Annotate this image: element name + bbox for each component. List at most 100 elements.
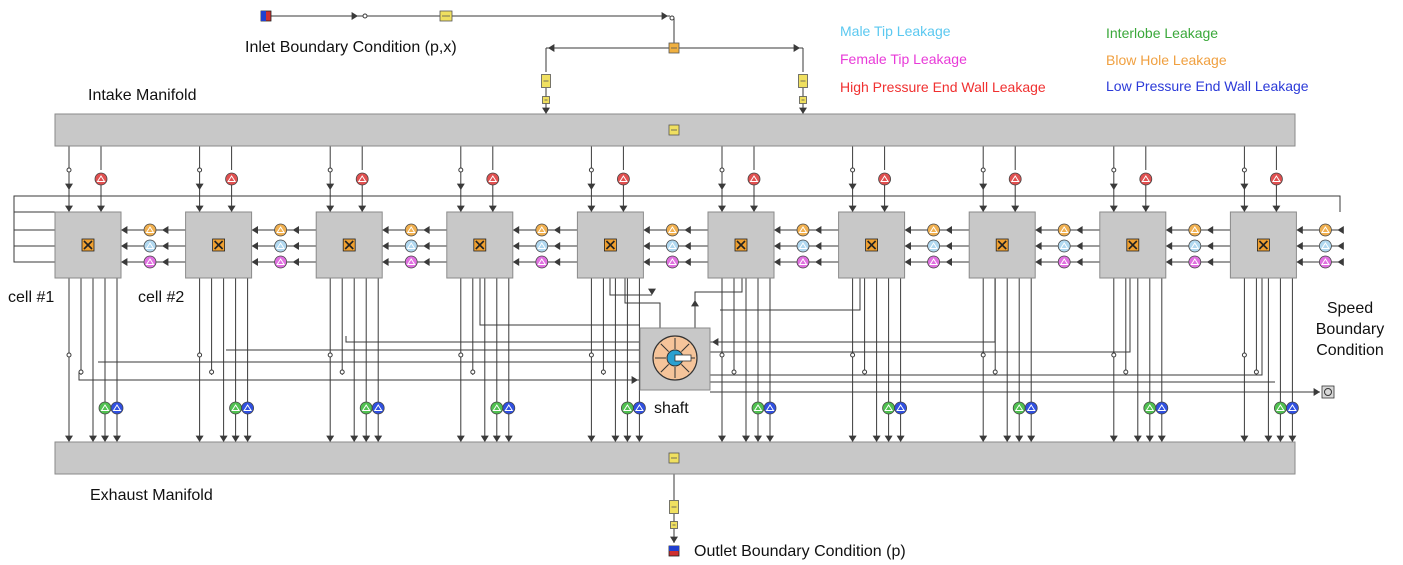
male-tip-leakage-orifice-glyph xyxy=(1190,242,1200,249)
speed-boundary-icon xyxy=(1321,385,1335,399)
lp-end-wall-leakage-orifice-body xyxy=(633,401,646,415)
blow-hole-leakage-orifice xyxy=(1188,223,1202,237)
interlobe-leakage-orifice-body xyxy=(490,401,504,415)
blow-hole-leakage-orifice-body xyxy=(1188,223,1202,237)
arrow-head xyxy=(643,242,650,250)
hp-end-wall-leakage-orifice-body xyxy=(486,172,500,186)
intake-manifold-label: Intake Manifold xyxy=(88,87,197,104)
inlet-label: Inlet Boundary Condition (p,x) xyxy=(245,39,457,56)
lp-end-wall-leakage-orifice-glyph xyxy=(896,404,906,411)
connection-node xyxy=(327,167,333,173)
male-tip-leakage-orifice xyxy=(927,239,940,253)
rotor-cell-icon xyxy=(995,238,1009,252)
arrow-head xyxy=(1141,205,1150,212)
interlobe-leakage-orifice xyxy=(1143,401,1157,415)
hp-end-wall-leakage-orifice-body xyxy=(878,172,891,186)
female-tip-leakage-orifice xyxy=(535,255,549,269)
hp-end-wall-leakage-orifice-glyph xyxy=(488,175,498,182)
rotor-cell-8 xyxy=(968,211,1036,279)
connection-node xyxy=(731,369,737,375)
arrow-head xyxy=(1337,258,1344,266)
connection-node xyxy=(458,352,464,358)
interlobe-leakage-orifice-body xyxy=(1012,401,1026,415)
arrow-head xyxy=(97,205,105,212)
female-tip-leakage-orifice xyxy=(404,255,418,269)
lp-end-wall-leakage-orifice-body xyxy=(502,401,516,415)
arrow-head xyxy=(251,242,258,250)
connection-node xyxy=(209,369,215,375)
connection-node xyxy=(980,352,986,358)
arrow-head xyxy=(872,435,881,442)
speed-label-line-2: Boundary xyxy=(1315,321,1385,338)
blow-hole-leakage-orifice-body xyxy=(1319,223,1332,237)
arrow-head xyxy=(1240,183,1249,190)
connection-node xyxy=(362,13,368,19)
lp-end-wall-leakage-orifice xyxy=(371,401,385,415)
manifold-icon xyxy=(668,452,680,464)
interlobe-leakage-orifice-glyph xyxy=(361,404,371,411)
speed-label-line-3: Condition xyxy=(1316,342,1384,359)
speed-boundary-label: Speed Boundary Condition xyxy=(1300,298,1400,361)
blow-hole-leakage-orifice-glyph xyxy=(276,226,286,233)
blow-hole-leakage-orifice xyxy=(666,223,679,237)
arrow-head xyxy=(587,435,596,442)
arrow-head xyxy=(1035,226,1042,234)
interlobe-leakage-orifice-glyph xyxy=(231,404,241,411)
lp-end-wall-leakage-orifice-glyph xyxy=(112,404,122,411)
lp-end-wall-leakage-orifice-body xyxy=(241,401,255,415)
lp-end-wall-leakage-orifice-body xyxy=(1286,401,1299,415)
female-tip-leakage-orifice-body xyxy=(796,255,810,269)
blow-hole-leakage-orifice-body xyxy=(1057,223,1071,237)
connection-node xyxy=(1253,369,1259,375)
arrow-head xyxy=(504,435,513,442)
hp-end-wall-leakage-orifice-glyph xyxy=(96,175,106,182)
blow-hole-leakage-orifice-glyph xyxy=(1190,226,1200,233)
hp-end-wall-leakage-orifice-body xyxy=(1008,172,1022,186)
intake-runner-left-node xyxy=(542,96,550,104)
lp-end-wall-leakage-orifice-glyph xyxy=(634,404,644,411)
interlobe-leakage-orifice xyxy=(359,401,373,415)
arrow-head xyxy=(742,435,750,442)
male-tip-leakage-orifice xyxy=(143,239,157,253)
arrow-head xyxy=(292,242,299,250)
connection-node xyxy=(339,369,345,375)
arrow-head xyxy=(611,435,620,442)
blow-hole-leakage-orifice-glyph xyxy=(929,226,939,233)
arrow-head xyxy=(896,435,905,442)
female-tip-leakage-orifice-body xyxy=(404,255,418,269)
interlobe-leakage-orifice-glyph xyxy=(492,404,502,411)
arrow-head xyxy=(1076,242,1083,250)
arrow-head xyxy=(251,258,258,266)
interlobe-leakage-orifice xyxy=(751,401,765,415)
connection-wire xyxy=(345,336,640,343)
arrow-head xyxy=(488,205,497,212)
male-tip-leakage-orifice-body xyxy=(1319,239,1332,253)
arrow-head xyxy=(162,242,169,250)
interlobe-leakage-orifice-body xyxy=(882,401,895,415)
male-tip-leakage-orifice-body xyxy=(404,239,418,253)
arrow-head xyxy=(619,205,628,212)
female-tip-leakage-orifice-glyph xyxy=(798,258,808,265)
arrow-head xyxy=(65,435,73,442)
connection-wire xyxy=(710,278,1263,376)
arrow-head xyxy=(113,435,121,442)
lp-end-wall-leakage-orifice-glyph xyxy=(504,404,514,411)
lp-end-wall-leakage-orifice-body xyxy=(763,401,777,415)
arrow-head xyxy=(774,258,781,266)
arrow-head xyxy=(979,183,988,190)
male-tip-leakage-orifice-body xyxy=(1057,239,1071,253)
rotor-cell-6 xyxy=(707,211,775,279)
lp-end-wall-leakage-orifice-body xyxy=(1155,401,1169,415)
blow-hole-leakage-orifice xyxy=(404,223,418,237)
arrow-head xyxy=(648,288,656,295)
interlobe-leakage-orifice-glyph xyxy=(753,404,763,411)
blow-hole-leakage-orifice-glyph xyxy=(798,226,808,233)
female-tip-leakage-orifice xyxy=(1319,255,1332,269)
connection-wire xyxy=(624,278,661,328)
cell-icon-glyph xyxy=(1128,240,1138,250)
arrow-head xyxy=(251,226,258,234)
connection-node xyxy=(1111,167,1117,173)
rotor-cell-5 xyxy=(576,211,644,279)
connection-node xyxy=(1111,352,1117,358)
cell-1-label: cell #1 xyxy=(8,289,55,306)
